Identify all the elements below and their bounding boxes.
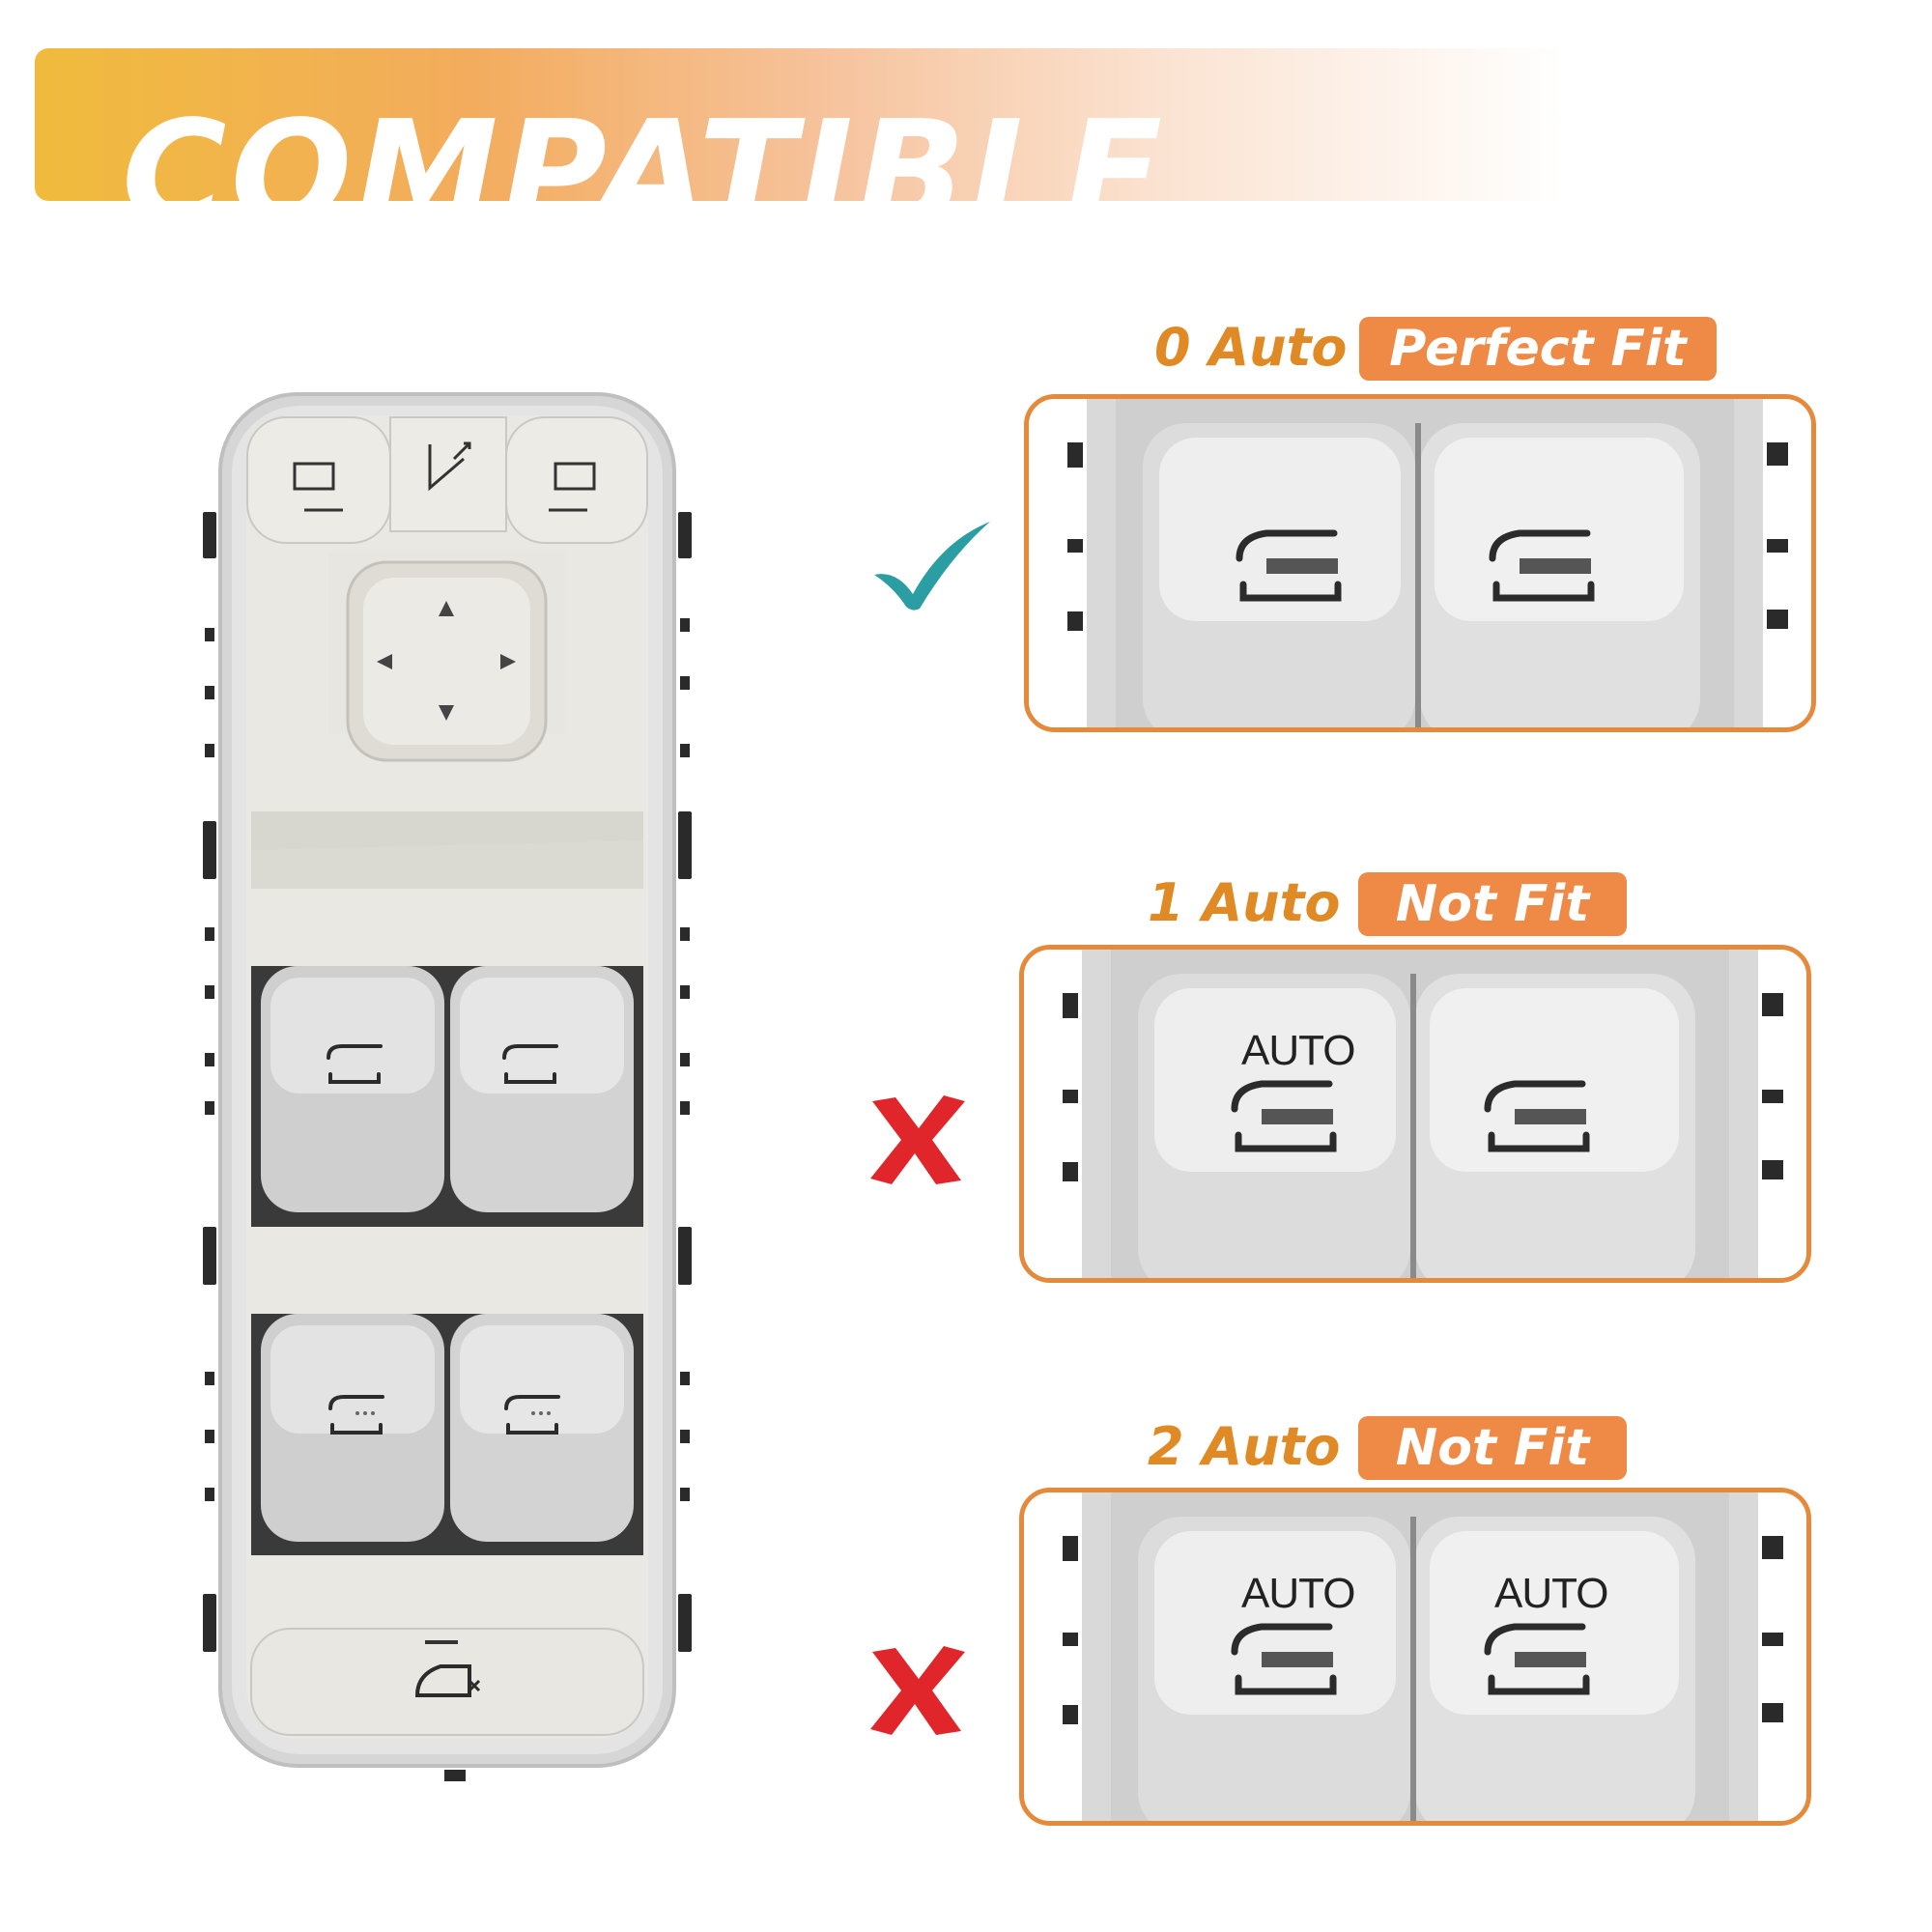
auto-label: AUTO [1241, 1027, 1355, 1074]
cross-icon [870, 1646, 965, 1735]
auto-count: 1 Auto [1148, 872, 1341, 933]
compatible-banner: COMPATIBLE [35, 48, 1774, 255]
window-switch-panel [203, 392, 692, 1781]
option-0-label: 0 Auto Perfect Fit [1154, 314, 1734, 382]
fit-badge: Not Fit [1358, 1416, 1627, 1480]
fit-badge: Not Fit [1358, 872, 1627, 936]
auto-count: 2 Auto [1148, 1416, 1341, 1477]
option-2-label: 2 Auto Not Fit [1148, 1413, 1727, 1481]
zoom-box-0-auto [1024, 394, 1816, 732]
zoom-box-2-auto: AUTO AUTO [1019, 1488, 1811, 1826]
zoom-box-1-auto: AUTO [1019, 945, 1811, 1283]
option-1-label: 1 Auto Not Fit [1148, 869, 1727, 937]
auto-label: AUTO [1241, 1570, 1355, 1617]
cross-icon [870, 1095, 965, 1184]
banner-title: COMPATIBLE [122, 90, 1167, 256]
check-icon [874, 522, 990, 611]
auto-label: AUTO [1494, 1570, 1608, 1617]
fit-badge: Perfect Fit [1359, 317, 1717, 381]
auto-count: 0 Auto [1154, 317, 1348, 378]
